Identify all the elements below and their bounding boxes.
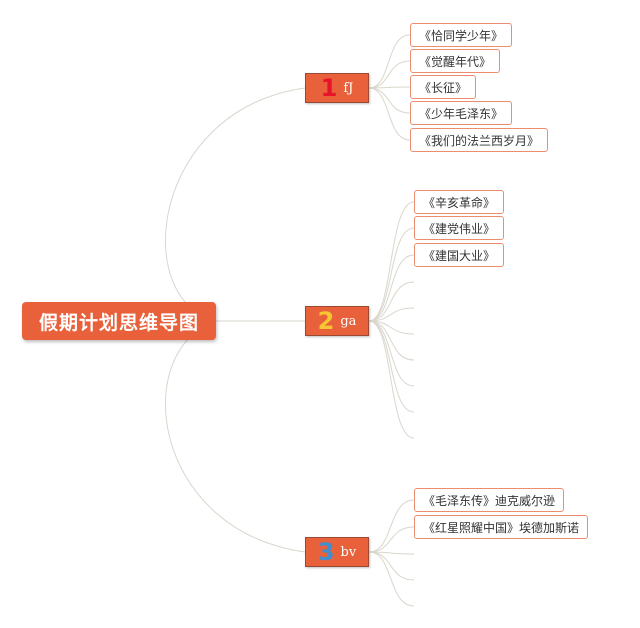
leaf-node[interactable]: 《辛亥革命》 [414, 190, 505, 214]
root-node[interactable]: 假期计划思维导图 [22, 302, 216, 340]
connector-branch-2-child-2 [368, 227, 415, 322]
connector-branch-1-child-2 [368, 60, 411, 89]
connector-branch-3-child-5 [368, 551, 415, 607]
branch-number-2: 2 [317, 307, 335, 335]
connector-branch-2-child-1 [368, 201, 415, 322]
leaf-node[interactable]: 《建国大业》 [414, 243, 505, 267]
leaf-label: 《建党伟业》 [423, 221, 496, 236]
leaf-label: 《恰同学少年》 [419, 28, 504, 43]
connector-branch-3-child-1 [368, 499, 415, 553]
connector-branch-1-child-4 [368, 87, 411, 114]
leaf-label: 《觉醒年代》 [419, 54, 492, 69]
connector-branch-3-child-2 [368, 526, 415, 553]
leaf-label: 《我们的法兰西岁月》 [419, 133, 540, 148]
connector-branch-2-child-9 [368, 320, 415, 413]
branch-node-3[interactable]: 3 bv [305, 537, 369, 567]
branch-node-1[interactable]: 1 fJ [305, 73, 369, 103]
connector-branch-2-child-3 [368, 254, 415, 322]
leaf-node[interactable]: 《我们的法兰西岁月》 [410, 128, 549, 152]
root-node-label: 假期计划思维导图 [38, 311, 199, 334]
connector-branch-2-child-10 [368, 320, 415, 439]
leaf-node[interactable]: 《建党伟业》 [414, 216, 505, 240]
leaf-label: 《建国大业》 [423, 248, 496, 263]
leaf-node[interactable]: 《恰同学少年》 [410, 23, 513, 47]
connector-branch-2-child-6 [368, 320, 415, 335]
leaf-node[interactable]: 《红星照耀中国》埃德加斯诺 [414, 515, 589, 539]
connector-branch-1-child-1 [368, 34, 411, 89]
connector-branch-2-child-7 [368, 320, 415, 361]
leaf-node[interactable]: 《毛泽东传》迪克威尔逊 [414, 488, 565, 512]
leaf-label: 《毛泽东传》迪克威尔逊 [423, 493, 556, 508]
leaf-node[interactable]: 《少年毛泽东》 [410, 101, 513, 125]
connector-branch-1-child-5 [368, 87, 411, 141]
connector-branch-2-child-5 [368, 307, 415, 322]
leaf-node[interactable]: 《长征》 [410, 75, 477, 99]
branch-number-3: 3 [317, 538, 335, 566]
connector-branch-3-child-4 [368, 551, 415, 581]
branch-label-3: bv [340, 544, 357, 560]
branch-node-2[interactable]: 2 ga [305, 306, 369, 336]
connector-root-branch-3 [164, 320, 306, 553]
connector-root-branch-1 [164, 87, 306, 322]
leaf-label: 《少年毛泽东》 [419, 106, 504, 121]
leaf-node[interactable]: 《觉醒年代》 [410, 49, 501, 73]
connector-branch-2-child-4 [368, 281, 415, 322]
leaf-label: 《红星照耀中国》埃德加斯诺 [423, 520, 580, 535]
leaf-label: 《长征》 [419, 80, 468, 95]
branch-label-1: fJ [343, 80, 354, 96]
leaf-label: 《辛亥革命》 [423, 195, 496, 210]
connector-branch-2-child-8 [368, 320, 415, 387]
branch-label-2: ga [340, 313, 357, 329]
branch-number-1: 1 [320, 74, 338, 102]
